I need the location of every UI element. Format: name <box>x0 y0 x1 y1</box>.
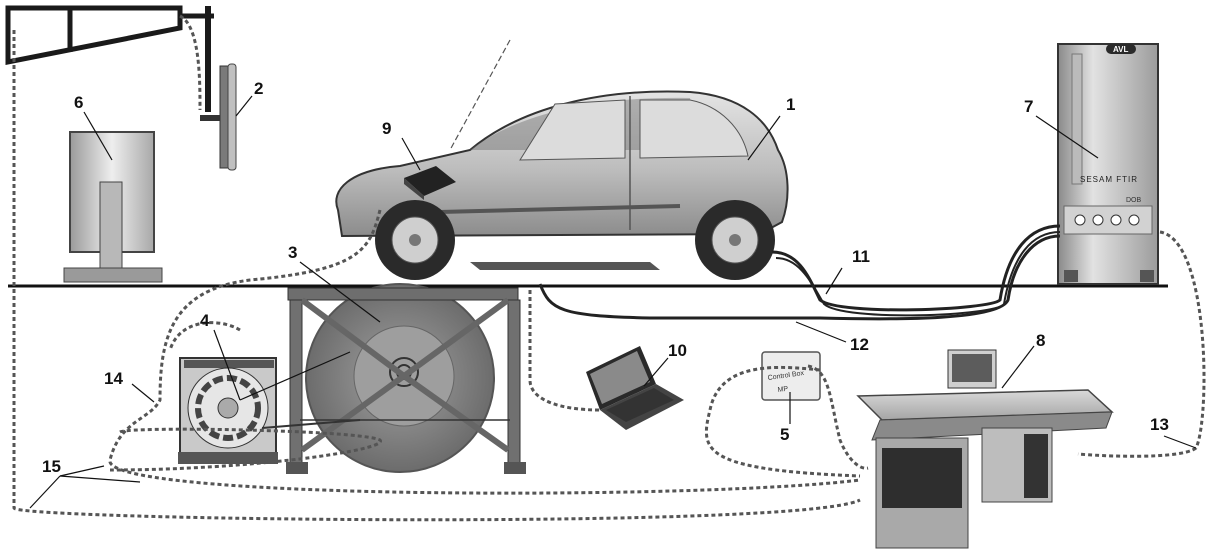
label-line-13: 13 <box>1150 415 1169 434</box>
laptop <box>586 346 684 430</box>
onboard-module <box>404 166 456 200</box>
blower-unit <box>63 131 163 283</box>
label-line-12: 12 <box>850 335 869 354</box>
electric-motor <box>178 357 361 464</box>
dashed-cables <box>12 14 1206 522</box>
label-laptop: 10 <box>668 341 687 360</box>
ceiling-bracket <box>5 5 214 112</box>
callout-labels: 1 2 3 4 5 6 7 8 9 10 11 12 13 14 15 <box>42 79 1169 476</box>
cabinet-tag: DOB <box>1126 197 1142 204</box>
test-vehicle <box>335 90 789 280</box>
label-blower: 6 <box>74 93 83 112</box>
label-module: 9 <box>382 119 391 138</box>
label-control-box: 5 <box>780 425 789 444</box>
label-analyzer: 7 <box>1024 97 1033 116</box>
label-fan: 2 <box>254 79 263 98</box>
label-motor: 4 <box>200 311 210 330</box>
leader-lines <box>29 95 1197 509</box>
control-box: Control Box MP <box>761 351 821 401</box>
cooling-fan <box>200 63 237 171</box>
label-line-14: 14 <box>104 369 123 388</box>
analyzer-cabinet: AVL SESAM FTIR DOB <box>1057 43 1159 285</box>
cabinet-name: SESAM FTIR <box>1080 175 1138 184</box>
control-box-sub: MP <box>777 386 789 394</box>
antenna <box>449 39 511 151</box>
label-console: 8 <box>1036 331 1045 350</box>
label-dyno: 3 <box>288 243 297 262</box>
label-line-11: 11 <box>852 247 870 266</box>
label-car: 1 <box>786 95 795 114</box>
sample-lines <box>538 224 1061 321</box>
avl-badge: AVL <box>1113 45 1129 54</box>
chassis-dynamometer <box>286 283 526 474</box>
label-line-15: 15 <box>42 457 61 476</box>
control-console <box>856 349 1114 549</box>
